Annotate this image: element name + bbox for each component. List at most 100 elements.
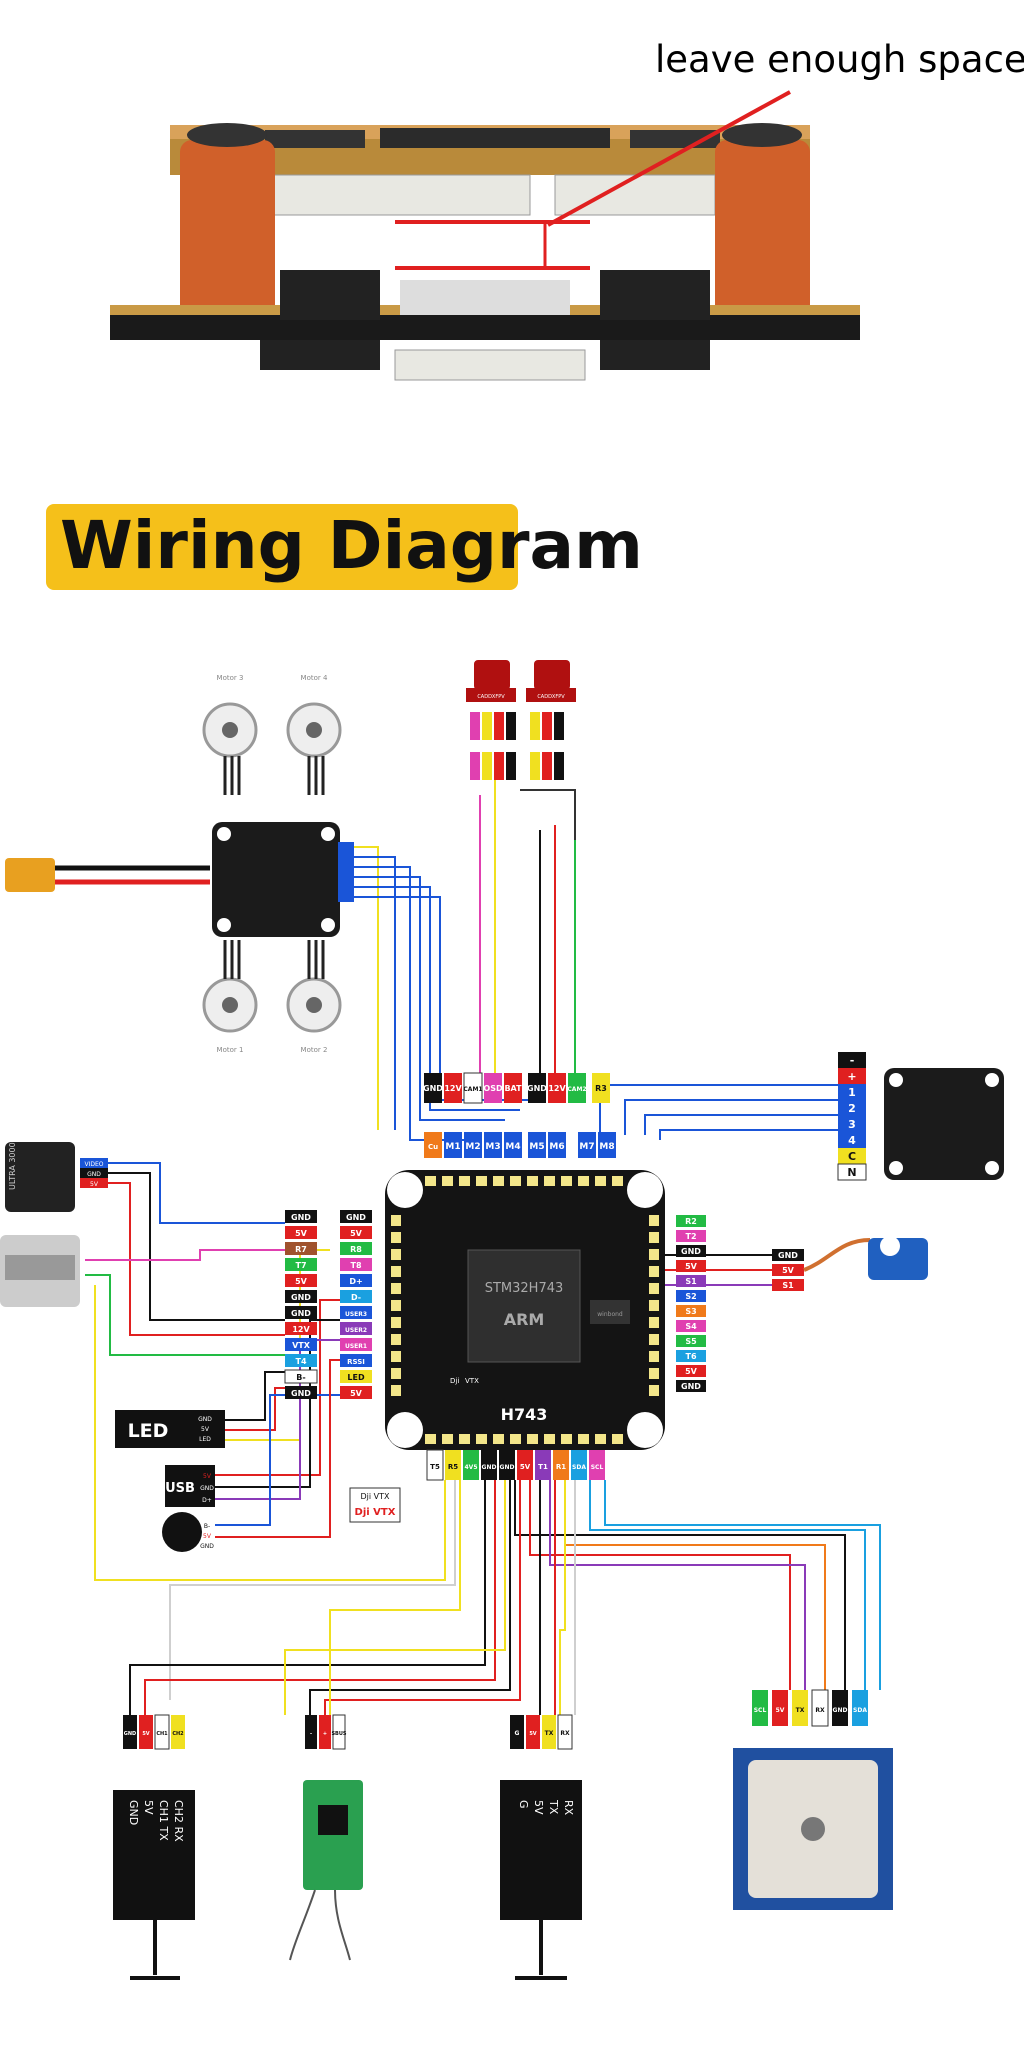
servo: GND 5V S1 bbox=[772, 1236, 928, 1291]
gps-pin-3: RX bbox=[815, 1707, 825, 1714]
fc-left-pad-0: GND bbox=[346, 1213, 366, 1222]
wires bbox=[85, 780, 881, 1715]
camera-wire-bundle bbox=[470, 712, 564, 780]
cam-pad-12v2: 12V bbox=[548, 1084, 566, 1093]
motor-pad-m7: M7 bbox=[579, 1142, 594, 1152]
receiver-3: G 5V TX RX RX TX 5V G bbox=[500, 1714, 582, 1980]
esc-right-pin-0: - bbox=[850, 1054, 855, 1067]
cam-pad-cam1: CAM1 bbox=[463, 1086, 482, 1093]
rx3-pin-3: RX bbox=[560, 1730, 570, 1737]
fc-bottom-pad-2: 4V5 bbox=[465, 1464, 478, 1471]
left-col-0: GND bbox=[291, 1213, 311, 1222]
fc-right-pad-7: S4 bbox=[685, 1322, 697, 1331]
motor-1-label: Motor 1 bbox=[217, 1046, 244, 1054]
receiver-2: - + SBUS bbox=[289, 1714, 363, 1961]
fc-winbond-label: winbond bbox=[597, 1311, 623, 1318]
cam-pad-osd: OSD bbox=[483, 1084, 503, 1093]
esc-right-pins: - + 1 2 3 4 C N bbox=[837, 1052, 867, 1181]
fc-right-pad-4: S1 bbox=[685, 1277, 697, 1286]
vtx-brand: ULTRA 3000 bbox=[8, 1142, 17, 1190]
buzzer-pin-gnd: GND bbox=[200, 1543, 214, 1550]
led-label: LED bbox=[128, 1420, 169, 1442]
esc-right-pin-4: 3 bbox=[848, 1118, 856, 1131]
fc-bottom-pad-8: SDA bbox=[572, 1464, 586, 1471]
left-col-6: GND bbox=[291, 1309, 311, 1318]
motor-2: Motor 2 bbox=[286, 977, 342, 1054]
fc-left-pad-5: D- bbox=[351, 1293, 361, 1302]
left-col-10: B- bbox=[296, 1373, 305, 1382]
fc-right-pad-5: S2 bbox=[685, 1292, 696, 1301]
fc-bottom-pads: T5 R5 4V5 GND GND 5V T1 R1 SDA SCL bbox=[426, 1449, 605, 1481]
rx3-pin-1: 5V bbox=[529, 1731, 536, 1737]
fc-left-pad-8: USER1 bbox=[345, 1343, 367, 1350]
fc-right-pad-9: T6 bbox=[685, 1352, 696, 1361]
rx1-pin-1: 5V bbox=[142, 1731, 149, 1737]
rx1-body-0: CH2 RX bbox=[172, 1800, 185, 1842]
rx3-body-0: RX bbox=[562, 1800, 575, 1816]
usb-pin-gnd: GND bbox=[200, 1485, 214, 1492]
rx1-pin-0: GND bbox=[124, 1731, 136, 1737]
led-pin-led: LED bbox=[199, 1436, 211, 1443]
esc-right-pin-7: N bbox=[847, 1166, 856, 1179]
fc-left-pad-4: D+ bbox=[349, 1277, 362, 1286]
fc-mcu bbox=[467, 1249, 581, 1363]
usb-pin-5v: 5V bbox=[203, 1473, 212, 1480]
fc-bottom-pad-4: GND bbox=[500, 1464, 515, 1471]
rx3-body-3: G bbox=[517, 1800, 530, 1809]
camera-left-brand: CADDXFPV bbox=[477, 694, 505, 700]
fc-right-pad-8: S5 bbox=[685, 1337, 697, 1346]
bottom-connector bbox=[394, 349, 586, 381]
gps-pin-2: TX bbox=[796, 1707, 805, 1714]
left-col-7: 12V bbox=[292, 1325, 310, 1334]
fc-right-pad-6: S3 bbox=[685, 1307, 696, 1316]
vtx-pin-video: VIDEO bbox=[84, 1161, 103, 1168]
cam-pad-12v: 12V bbox=[444, 1084, 462, 1093]
left-col-4: 5V bbox=[295, 1277, 308, 1286]
fc-right-pad-1: T2 bbox=[685, 1232, 696, 1241]
usb-pin-dplus: D+ bbox=[202, 1497, 212, 1504]
gps-pin-5: SDA bbox=[853, 1707, 867, 1714]
title-banner bbox=[46, 504, 518, 590]
fc-vtx-label: VTX bbox=[465, 1377, 479, 1385]
esc-right-pin-5: 4 bbox=[848, 1134, 856, 1147]
cam-label-strip: GND 12V CAM1 OSD BAT GND 12V CAM2 R3 bbox=[423, 1072, 610, 1104]
top-connector-left bbox=[269, 174, 531, 216]
servo-wire-0: GND bbox=[778, 1251, 798, 1260]
fc-right-pad-11: GND bbox=[681, 1382, 701, 1391]
esc-right-pin-3: 2 bbox=[848, 1102, 856, 1115]
camera-right-brand: CADDXFPV bbox=[537, 694, 565, 700]
vtx-unit: ULTRA 3000 VIDEO GND 5V bbox=[0, 1142, 108, 1307]
led-pin-gnd: GND bbox=[198, 1416, 212, 1423]
annotation-text: leave enough space bbox=[655, 38, 1024, 81]
standoff-right bbox=[715, 140, 810, 330]
dji-vtx-box: Dji VTX Dji VTX bbox=[349, 1487, 401, 1523]
rx1-pin-2: CH1 bbox=[156, 1731, 168, 1737]
left-col-2: R7 bbox=[295, 1245, 307, 1254]
motor-pad-m4: M4 bbox=[505, 1142, 520, 1152]
fc-left-pad-7: USER2 bbox=[345, 1327, 367, 1334]
fc-name: H743 bbox=[501, 1405, 548, 1424]
motor-pad-m6: M6 bbox=[549, 1142, 564, 1152]
buzzer-pin-bminus: B- bbox=[204, 1523, 210, 1530]
servo-wire-2: S1 bbox=[782, 1281, 794, 1290]
rx1-body-2: 5V bbox=[142, 1800, 155, 1815]
rx2-pin-1: + bbox=[323, 1731, 327, 1737]
motor-4-label: Motor 4 bbox=[301, 674, 328, 682]
annotation-pointer bbox=[547, 90, 791, 227]
left-col-9: T4 bbox=[295, 1357, 306, 1366]
fc-right-pad-2: GND bbox=[681, 1247, 701, 1256]
usb-module: USB 5V GND D+ bbox=[165, 1465, 215, 1507]
camera-right: CADDXFPV bbox=[526, 660, 576, 702]
left-col-8: VTX bbox=[292, 1341, 311, 1350]
fc-left-pad-2: R8 bbox=[350, 1245, 362, 1254]
vtx-pin-gnd: GND bbox=[87, 1171, 101, 1178]
gps-pin-0: SCL bbox=[754, 1707, 767, 1714]
motor-3: Motor 3 bbox=[202, 674, 258, 758]
rx2-pin-0: - bbox=[310, 1731, 312, 1737]
fc-left-pad-1: 5V bbox=[350, 1229, 363, 1238]
battery-connector bbox=[5, 858, 210, 892]
gps-pin-4: GND bbox=[833, 1707, 848, 1714]
esc-left bbox=[212, 822, 340, 937]
rx2-pin-2: SBUS bbox=[331, 1731, 346, 1737]
rx3-pin-0: G bbox=[515, 1730, 520, 1737]
